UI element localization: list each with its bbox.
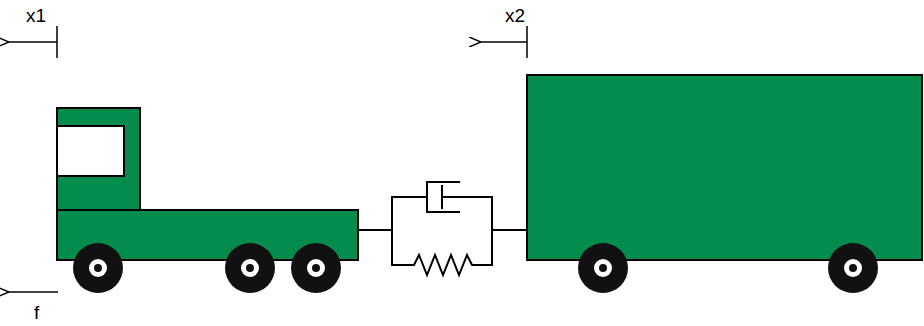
trailer xyxy=(527,75,922,260)
truck xyxy=(57,108,358,260)
displacement-label: x1 xyxy=(26,6,46,25)
displacement-label: x2 xyxy=(505,6,525,25)
spring-damper-coupling xyxy=(358,182,527,275)
displacement-arrow xyxy=(480,26,527,58)
displacement-arrow xyxy=(8,26,57,58)
force-label: f xyxy=(34,303,39,322)
force-arrow xyxy=(8,291,58,293)
wheels xyxy=(73,243,878,293)
